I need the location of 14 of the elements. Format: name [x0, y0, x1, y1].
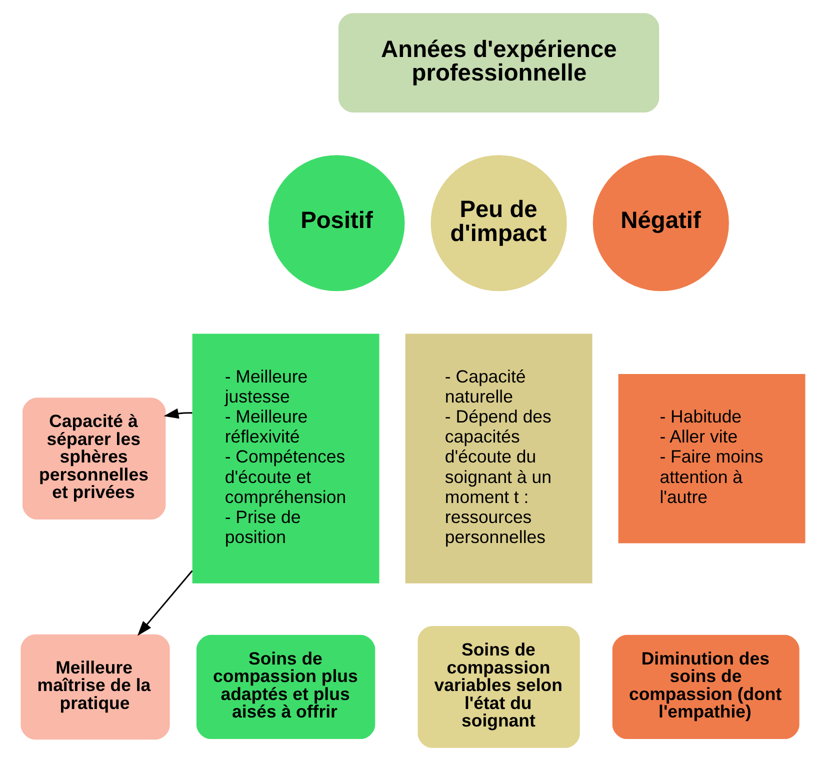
node-box: - Capacité naturelle - Dépend des capacités d'écoute du soignant à un moment t : ressources personnelles	[404, 334, 592, 584]
node-box: - Meilleure justesse - Meilleure réflexivité - Compétences d'écoute et compréhension - Prise de position	[192, 334, 379, 584]
node-circle: Négatif	[592, 155, 728, 292]
arrow	[163, 408, 192, 419]
node-circle: Peu de d'impact	[430, 155, 566, 292]
node-box: Diminution des soins de compassion (dont l'empathie)	[612, 634, 799, 740]
arrow	[136, 570, 192, 636]
node-circle: Positif	[268, 155, 404, 292]
node-box: - Habitude - Aller vite - Faire moins attention à l'autre	[618, 374, 805, 544]
node-box: Capacité à séparer les sphères personnelles et privées	[22, 398, 166, 520]
node-box: Années d'expérience professionnelle	[338, 13, 659, 112]
node-box: Meilleure maîtrise de la pratique	[20, 634, 170, 740]
node-box: Soins de compassion plus adaptés et plus aisés à offrir	[196, 634, 375, 740]
node-box: Soins de compassion variables selon l'état du soignant	[417, 626, 580, 748]
